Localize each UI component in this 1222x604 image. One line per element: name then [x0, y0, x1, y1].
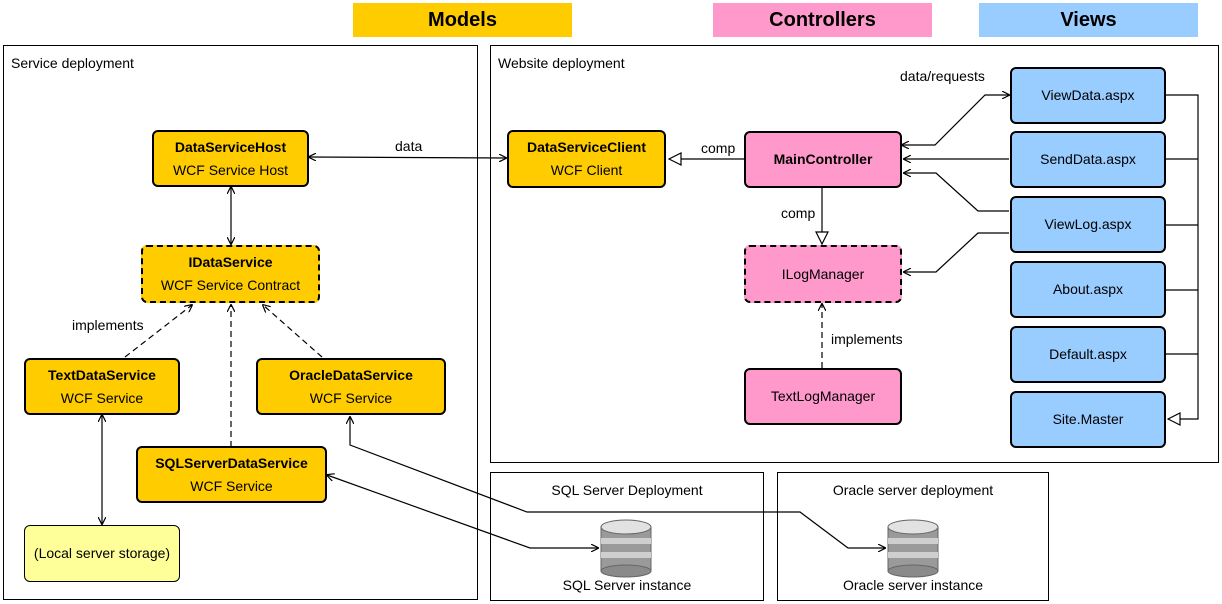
edge-host-client [309, 157, 506, 158]
edge-label-implements-service: implements [72, 317, 144, 333]
edge-text-implements [124, 305, 192, 358]
edge-label-implements-log: implements [831, 331, 903, 347]
node-subtitle: WCF Service [190, 477, 273, 494]
node-view-data[interactable]: ViewData.aspx [1010, 67, 1166, 124]
node-send-data[interactable]: SendData.aspx [1010, 131, 1166, 188]
edge-label-data-requests: data/requests [900, 68, 985, 84]
node-text-data-service[interactable]: TextDataService WCF Service [24, 358, 180, 415]
node-title: SQLServerDataService [155, 454, 308, 471]
node-idata-service[interactable]: IDataService WCF Service Contract [141, 245, 320, 303]
legend-views: Views [979, 3, 1198, 37]
node-title: OracleDataService [289, 366, 413, 383]
node-main-controller[interactable]: MainController [744, 131, 902, 188]
edge-oracle-db [350, 417, 885, 548]
sql-database-icon [600, 519, 652, 578]
node-title: Site.Master [1052, 411, 1124, 427]
edge-main-viewdata [902, 95, 1009, 145]
node-subtitle: WCF Client [550, 162, 623, 178]
node-text-log-manager[interactable]: TextLogManager [744, 368, 902, 425]
service-deployment-label: Service deployment [11, 55, 134, 71]
node-view-log[interactable]: ViewLog.aspx [1010, 196, 1166, 253]
node-subtitle: WCF Service [309, 389, 393, 406]
edge-viewlog-main [904, 173, 1009, 212]
node-subtitle: WCF Service [60, 389, 144, 406]
node-default[interactable]: Default.aspx [1010, 326, 1166, 383]
node-title: DataServiceHost [174, 138, 287, 155]
node-local-storage[interactable]: (Local server storage) [24, 525, 180, 582]
node-subtitle: WCF Service Contract [160, 277, 301, 293]
oracle-database-label: Oracle server instance [842, 577, 984, 593]
edge-label-data: data [395, 138, 423, 154]
node-title: About.aspx [1052, 281, 1124, 297]
node-sqlserver-data-service[interactable]: SQLServerDataService WCF Service [136, 446, 327, 503]
node-oracle-data-service[interactable]: OracleDataService WCF Service [256, 358, 446, 415]
legend-controllers: Controllers [713, 3, 932, 37]
node-title: SendData.aspx [1040, 151, 1136, 167]
sql-database-label: SQL Server instance [562, 577, 692, 593]
node-title: Default.aspx [1049, 346, 1127, 362]
node-title: ViewData.aspx [1041, 87, 1135, 103]
node-data-service-client[interactable]: DataServiceClient WCF Client [507, 130, 666, 188]
node-title: ILogManager [781, 265, 865, 282]
oracle-database-icon [887, 519, 939, 578]
legend-models: Models [353, 3, 572, 37]
node-title: MainController [773, 151, 873, 167]
edge-pages-master [1166, 94, 1199, 419]
node-title: TextDataService [48, 366, 156, 383]
edge-label-comp-log: comp [781, 205, 816, 221]
node-title: DataServiceClient [526, 139, 647, 155]
node-title: IDataService [188, 254, 273, 270]
edge-label-comp-client: comp [701, 140, 736, 156]
website-deployment-label: Website deployment [498, 55, 625, 71]
node-site-master[interactable]: Site.Master [1010, 391, 1166, 448]
node-title: (Local server storage) [33, 545, 171, 561]
edge-viewlog-log [904, 232, 1009, 272]
edge-oracle-implements [263, 305, 323, 358]
node-data-service-host[interactable]: DataServiceHost WCF Service Host [152, 130, 309, 187]
node-ilog-manager[interactable]: ILogManager [744, 245, 902, 303]
node-about[interactable]: About.aspx [1010, 261, 1166, 318]
node-subtitle: WCF Service Host [172, 161, 289, 178]
node-title: ViewLog.aspx [1044, 216, 1132, 232]
node-title: TextLogManager [770, 388, 876, 404]
